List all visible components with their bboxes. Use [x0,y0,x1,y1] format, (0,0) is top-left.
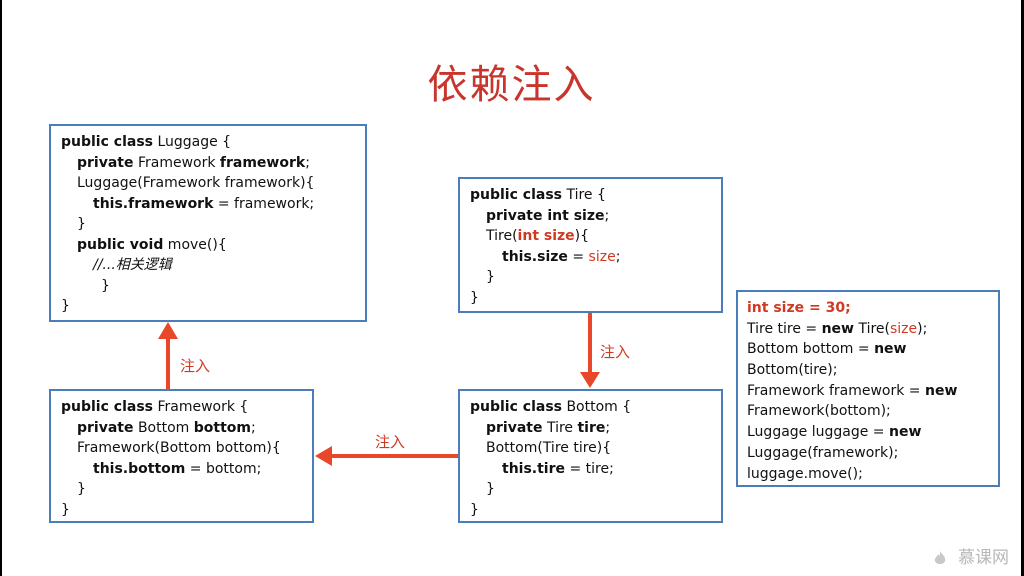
code-line: Bottom bottom = new [747,341,907,358]
code-line: } [470,501,479,518]
code-line: Luggage luggage = new [747,424,922,441]
code-line: Luggage(framework); [747,444,899,461]
code-line: Bottom(tire); [747,362,838,379]
code-line: } [486,481,495,497]
tire-class-box: public class Tire { private int size; Ti… [458,177,723,313]
code-line: private Tire tire; [486,419,611,436]
watermark-logo: 慕课网 [958,548,1009,568]
code-line: Framework(bottom); [747,403,891,420]
code-line: private Bottom bottom; [77,419,256,436]
code-line: } [61,298,70,314]
arrow-label-inject: 注入 [180,357,211,375]
code-line: public class Tire { [470,187,606,203]
code-line: int size = 30; [747,300,851,316]
code-line: Luggage(Framework framework){ [77,175,315,191]
code-line: Framework framework = new [747,382,958,399]
code-line: this.bottom = bottom; [93,460,262,477]
arrow-tire-to-bottom [580,313,600,388]
luggage-class-box: public class Luggage { private Framework… [49,124,367,322]
code-line: Tire(int size){ [486,228,590,244]
flame-icon [934,551,946,564]
code-line: } [486,269,495,285]
code-line: } [470,289,479,306]
code-line: public class Framework { [61,399,249,415]
code-line: Tire tire = new Tire(size); [747,320,928,337]
arrow-bottom-to-framework [315,446,458,466]
code-line: Framework(Bottom bottom){ [77,440,281,456]
code-line: } [77,481,86,497]
page-title: 依赖注入 [427,62,596,108]
code-line: public class Luggage { [61,134,232,150]
code-line: private int size; [486,207,610,224]
bottom-class-box: public class Bottom { private Tire tire;… [458,389,723,523]
code-line: public class Bottom { [470,399,632,415]
code-line: this.tire = tire; [502,460,614,477]
code-line: this.size = size; [502,248,621,265]
code-line: } [77,216,86,232]
framework-class-box: public class Framework { private Bottom … [49,389,314,523]
code-line: } [101,277,110,294]
arrow-label-inject: 注入 [600,343,631,361]
arrow-framework-to-luggage [158,322,178,389]
code-line: } [61,501,70,518]
code-line: Bottom(Tire tire){ [486,440,612,456]
arrow-label-inject: 注入 [375,433,406,451]
code-line: public void move(){ [77,236,227,253]
main-code-box: int size = 30; Tire tire = new Tire(size… [736,290,1000,487]
code-line: this.framework = framework; [93,195,315,212]
code-line: luggage.move(); [747,465,863,482]
code-comment: //...相关逻辑 [93,257,172,273]
code-line: private Framework framework; [77,154,310,171]
